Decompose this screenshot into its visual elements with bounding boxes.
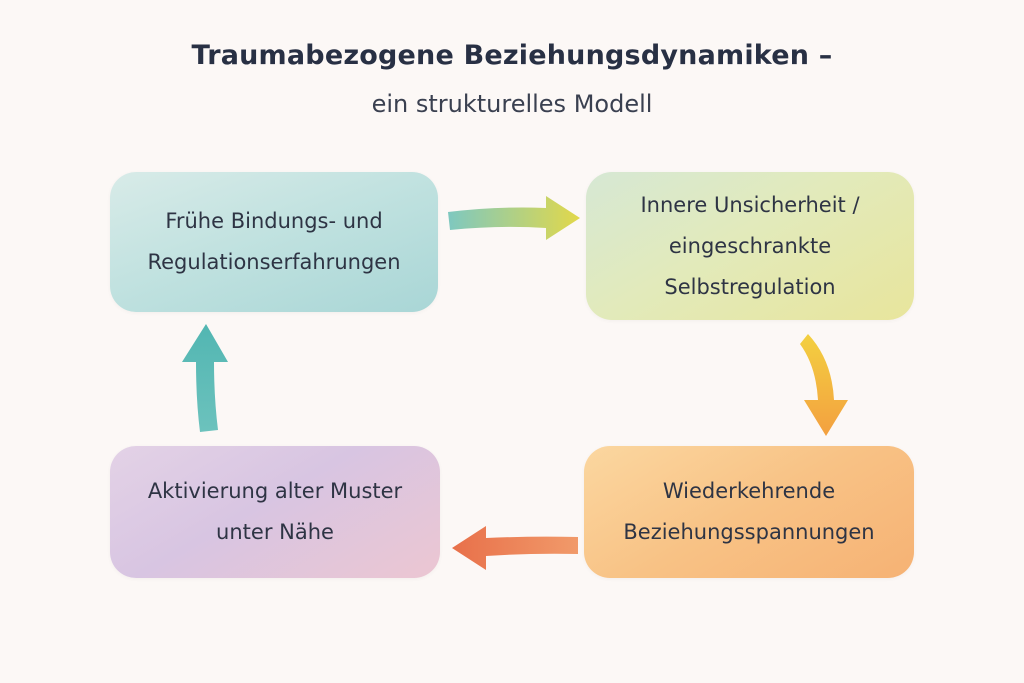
box-line: Selbstregulation bbox=[664, 274, 836, 299]
arrow-down-icon bbox=[800, 334, 848, 436]
arrow-right-icon bbox=[448, 196, 580, 240]
box-activation-old-patterns: Aktivierung alter Muster unter Nähe bbox=[110, 446, 440, 578]
box-recurring-tension: Wiederkehrende Beziehungsspannungen bbox=[584, 446, 914, 578]
box-line: unter Nähe bbox=[216, 520, 334, 544]
box-line: Beziehungsspannungen bbox=[623, 520, 875, 544]
box-early-attachment: Frühe Bindungs- und Regulationserfahrung… bbox=[110, 172, 438, 312]
box-inner-insecurity: Innere Unsicherheit / eingeschrankte Sel… bbox=[586, 172, 914, 320]
arrow-left-icon bbox=[452, 526, 578, 570]
box-line: Regulationserfahrungen bbox=[147, 250, 401, 274]
box-line: Frühe Bindungs- und bbox=[165, 209, 383, 233]
box-line: Aktivierung alter Muster bbox=[147, 479, 403, 503]
diagram-title: Traumabezogene Beziehungsdynamiken – bbox=[191, 40, 833, 71]
box-line: eingeschrankte bbox=[668, 233, 832, 258]
diagram-subtitle: ein strukturelles Modell bbox=[371, 90, 653, 118]
box-line: Innere Unsicherheit / bbox=[640, 192, 860, 217]
arrow-up-icon bbox=[182, 324, 228, 432]
box-line: Wiederkehrende bbox=[662, 479, 836, 503]
